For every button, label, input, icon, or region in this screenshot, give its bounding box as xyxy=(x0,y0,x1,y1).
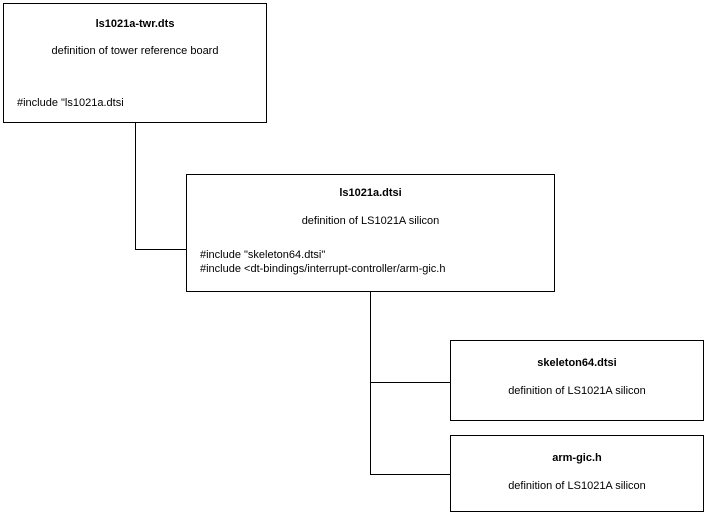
include-line: #include "ls1021a.dtsi xyxy=(17,97,124,109)
node-skeleton64-dtsi[interactable]: skeleton64.dtsi definition of LS1021A si… xyxy=(450,340,704,421)
include-line: #include <dt-bindings/interrupt-controll… xyxy=(200,263,446,275)
node-title: skeleton64.dtsi xyxy=(537,357,617,369)
include-line: #include "skeleton64.dtsi" xyxy=(200,249,326,261)
node-includes: #include "skeleton64.dtsi" #include <dt-… xyxy=(200,248,445,276)
edge-ls1021a-dtsi-children-vertical xyxy=(370,292,371,475)
node-includes: #include "ls1021a.dtsi xyxy=(17,96,124,110)
edge-ls1021a-dtsi-to-arm-gic-h-horizontal xyxy=(370,474,450,475)
node-subtitle: definition of LS1021A silicon xyxy=(301,215,440,227)
node-ls1021a-twr-dts[interactable]: ls1021a-twr.dts definition of tower refe… xyxy=(3,3,267,123)
node-title: ls1021a.dtsi xyxy=(339,187,402,199)
node-subtitle: definition of tower reference board xyxy=(51,45,219,57)
node-arm-gic-h[interactable]: arm-gic.h definition of LS1021A silicon xyxy=(450,435,704,512)
node-ls1021a-dtsi[interactable]: ls1021a.dtsi definition of LS1021A silic… xyxy=(186,174,555,292)
node-title: arm-gic.h xyxy=(552,452,602,464)
node-subtitle: definition of LS1021A silicon xyxy=(508,385,646,397)
edge-ls1021a-twr-dts-to-ls1021a-dtsi-vertical xyxy=(135,123,136,250)
node-subtitle: definition of LS1021A silicon xyxy=(508,480,646,492)
node-title: ls1021a-twr.dts xyxy=(95,18,175,30)
edge-ls1021a-twr-dts-to-ls1021a-dtsi-horizontal xyxy=(135,249,186,250)
edge-ls1021a-dtsi-to-skeleton64-dtsi-horizontal xyxy=(370,382,450,383)
